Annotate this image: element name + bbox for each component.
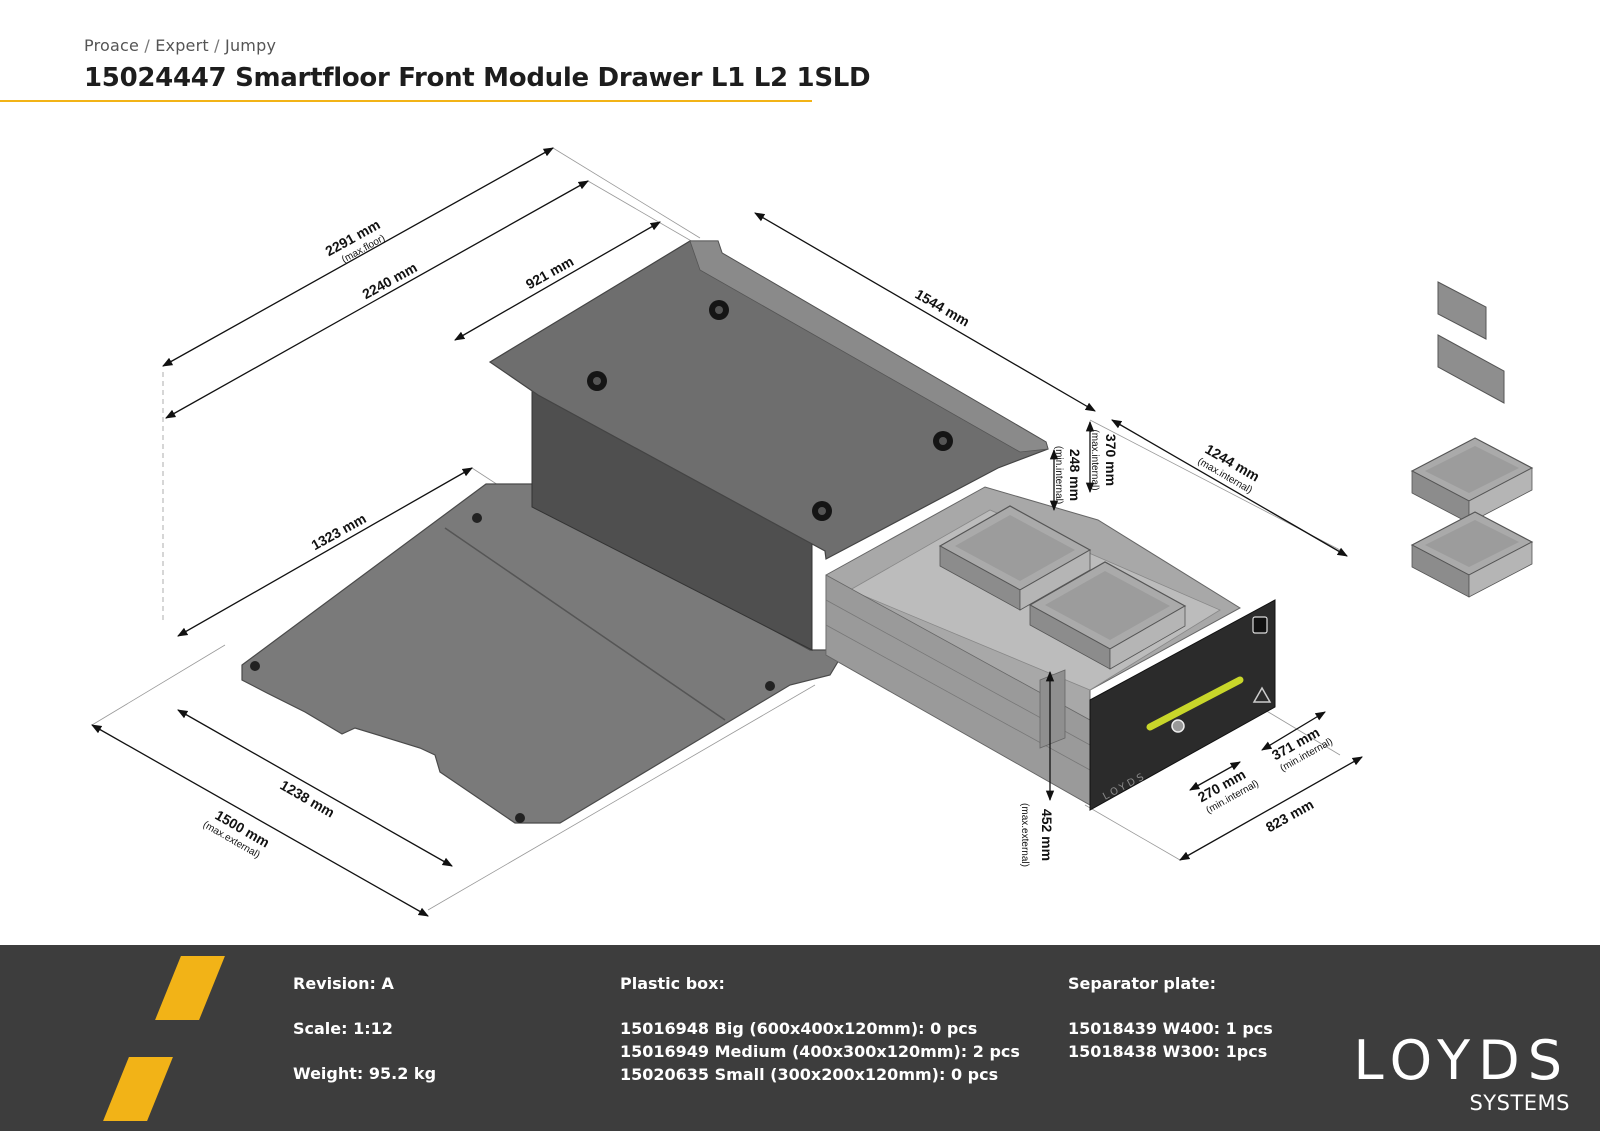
breadcrumb-separator: / [144, 36, 150, 55]
accessory-separator-plates [1437, 281, 1505, 404]
technical-drawing: LOYDS 2291 mm (max.fl [91, 147, 1534, 917]
dim-label-248: 248 mm [1067, 449, 1083, 501]
breadcrumb: Proace / Expert / Jumpy [84, 36, 276, 55]
plastic-box-item: 15016949 Medium (400x300x120mm): 2 pcs [620, 1042, 1020, 1061]
loyds-systems-logo: LOYDS SYSTEMS [1353, 1029, 1570, 1115]
page-title: 15024447 Smartfloor Front Module Drawer … [84, 63, 871, 93]
dim-note-370: (max.internal) [1089, 429, 1100, 490]
weight-text: Weight: 95.2 kg [293, 1064, 437, 1083]
plastic-box-item: 15020635 Small (300x200x120mm): 0 pcs [620, 1065, 999, 1084]
dim-label-921: 921 mm [523, 253, 576, 292]
dim-note-248: (min.internal) [1053, 446, 1064, 504]
accessory-plastic-box-2 [1410, 511, 1534, 598]
plastic-box-medium-2 [1028, 561, 1187, 670]
drawer-handle[interactable] [1146, 676, 1244, 731]
dim-note-452: (max.external) [1019, 803, 1030, 867]
floor-seam [444, 527, 726, 721]
plastic-box-list: 15016948 Big (600x400x120mm): 0 pcs 1501… [620, 1017, 1020, 1086]
dim-line-1244 [1111, 419, 1348, 557]
scale-text: Scale: 1:12 [293, 1019, 393, 1038]
brand-stripe-bottom [103, 1057, 173, 1121]
dim-line-2240 [165, 180, 589, 419]
logo-subtitle: SYSTEMS [1469, 1091, 1570, 1115]
module-top-lashing-points [587, 300, 953, 521]
plastic-box-item: 15016948 Big (600x400x120mm): 0 pcs [620, 1019, 978, 1038]
dim-label-452: 452 mm [1039, 809, 1055, 861]
title-underline [0, 100, 812, 102]
floor-lashing-rings [250, 513, 775, 823]
separator-plate-heading: Separator plate: [1068, 974, 1217, 993]
dim-line-1500 [91, 724, 429, 917]
dim-line-371 [1261, 711, 1326, 751]
revision-text: Revision: A [293, 974, 394, 993]
separator-plate-installed [1039, 669, 1066, 749]
drawer-label-icon [1252, 616, 1268, 634]
breadcrumb-item-expert[interactable]: Expert [155, 36, 209, 55]
breadcrumb-separator: / [214, 36, 220, 55]
drawer-front-panel [1089, 599, 1276, 811]
warning-triangle-icon [1252, 686, 1272, 703]
drawer-lock-icon [1171, 719, 1185, 733]
accessory-plastic-box-1 [1410, 437, 1534, 524]
plastic-box-heading: Plastic box: [620, 974, 725, 993]
dim-label-370: 370 mm [1103, 434, 1119, 486]
plastic-box-medium-1 [938, 505, 1092, 611]
drawer: LOYDS [825, 486, 1276, 811]
separator-plate-item: 15018439 W400: 1 pcs [1068, 1019, 1273, 1038]
separator-plate-list: 15018439 W400: 1 pcs 15018438 W300: 1pcs [1068, 1017, 1273, 1063]
brand-stripe-top [155, 956, 225, 1020]
logo-wordmark: LOYDS [1353, 1029, 1570, 1092]
dim-line-921 [454, 221, 661, 341]
footer-info-bar: Revision: A Scale: 1:12 Weight: 95.2 kg … [0, 945, 1600, 1131]
dim-label-1544: 1544 mm [913, 286, 973, 330]
dim-label-823: 823 mm [1263, 796, 1316, 835]
dim-line-1544 [754, 212, 1096, 412]
breadcrumb-item-proace[interactable]: Proace [84, 36, 140, 55]
header: Proace / Expert / Jumpy 15024447 Smartfl… [0, 0, 871, 104]
breadcrumb-item-jumpy[interactable]: Jumpy [225, 36, 277, 55]
dim-line-1323 [177, 467, 473, 637]
dim-line-823 [1179, 756, 1363, 861]
separator-plate-item: 15018438 W300: 1pcs [1068, 1042, 1268, 1061]
dimension-lines [91, 147, 1363, 917]
